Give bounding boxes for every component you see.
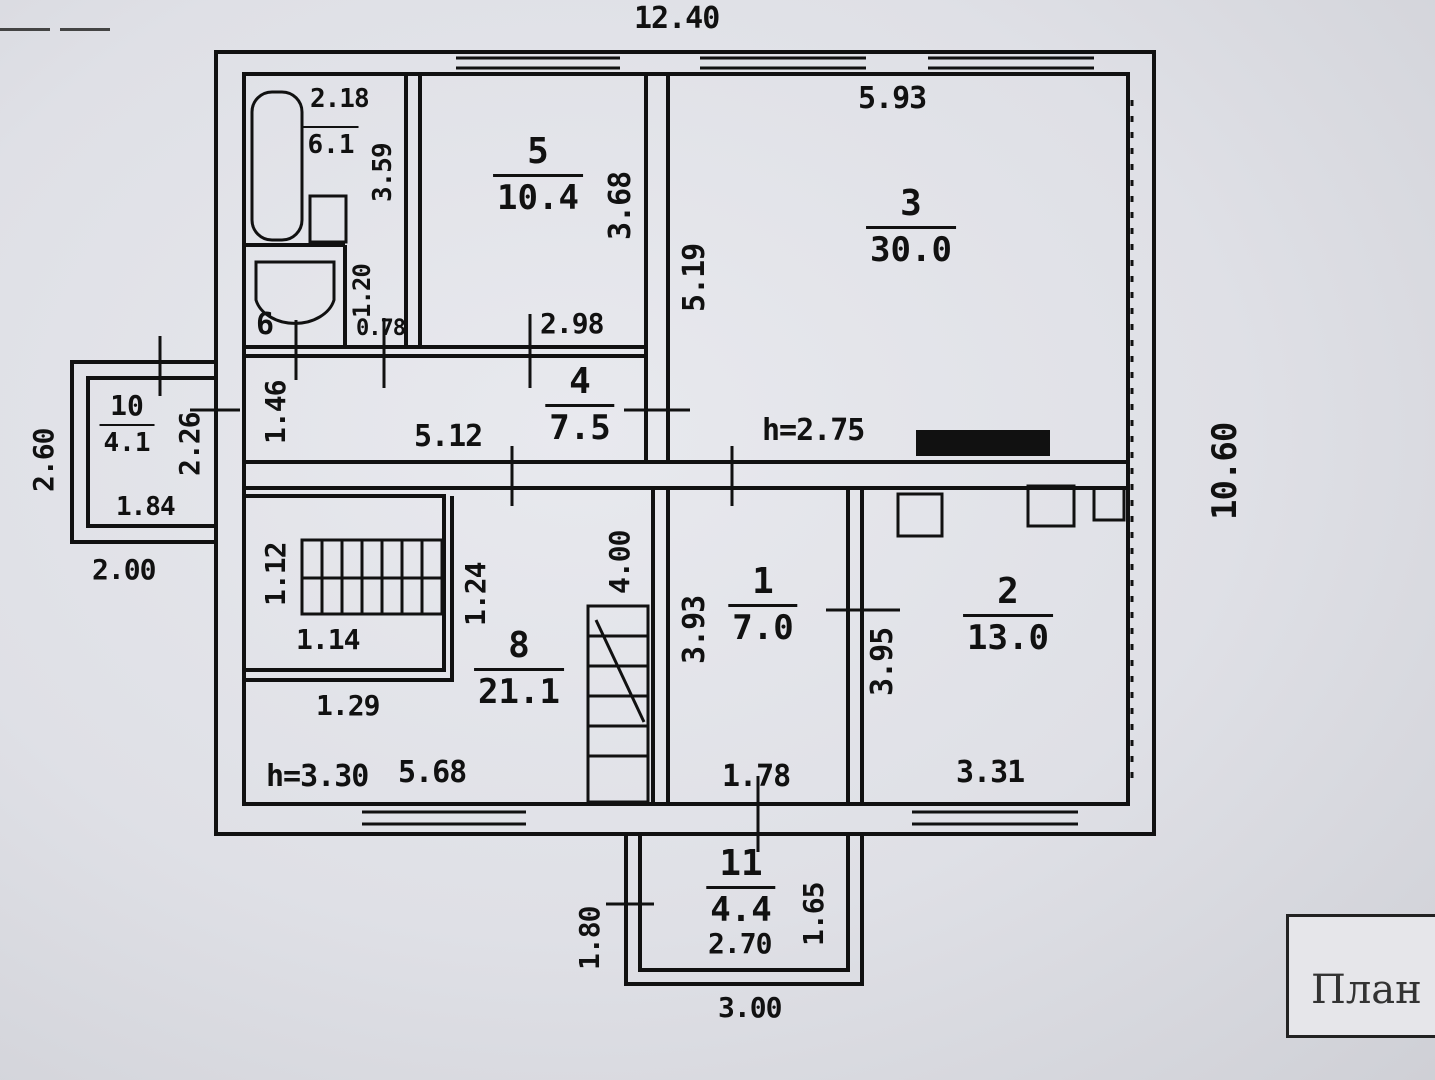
porch-wall-inner	[86, 376, 216, 528]
dim-wc-depth: 1.20	[348, 264, 376, 318]
dim-room5-width: 2.98	[540, 307, 604, 340]
kitchen-sink	[1026, 484, 1076, 528]
room-5-label: 5 10.4	[493, 134, 583, 215]
room-10-label: 10 4.1	[99, 389, 155, 456]
dim-wc-width: 0.78	[356, 316, 406, 341]
dim-corridor-width: 1.46	[259, 380, 292, 444]
room-6-number: 6	[256, 307, 274, 342]
dim-veranda-width-outer: 3.00	[718, 991, 782, 1024]
dim-closet-width: 1.29	[316, 689, 380, 722]
staircase-hall	[586, 604, 650, 804]
dim-stair-depth: 1.12	[259, 542, 292, 606]
room-area: 6.1	[303, 126, 359, 158]
dim-bath-depth: 3.59	[368, 143, 398, 202]
stair-closet-walls-2	[244, 496, 454, 682]
dim-room2-depth: 3.95	[865, 627, 900, 696]
dim-room8-width: 5.68	[398, 755, 467, 790]
dim-bath-width: 2.18	[310, 84, 370, 114]
dim-room5-depth: 3.68	[603, 171, 638, 240]
stair-closet-walls	[244, 494, 446, 672]
dim-room2-width: 3.31	[956, 755, 1025, 790]
dim-stair-width: 1.14	[296, 623, 360, 656]
door-ticks	[158, 314, 900, 906]
dim-overall-width: 12.40	[634, 1, 720, 36]
room-4-label: 4 7.5	[545, 361, 615, 445]
dim-porch-depth-outer: 2.60	[27, 428, 60, 492]
room-area: 21.1	[474, 668, 564, 709]
room-area: 30.0	[866, 226, 956, 267]
room-area: 4.4	[706, 886, 776, 927]
inner-wall-outline	[242, 72, 1130, 806]
room-area: 7.0	[728, 604, 798, 645]
room-number: 11	[719, 843, 763, 884]
fixtures	[250, 90, 1126, 804]
room-area: 7.5	[545, 404, 615, 445]
dim-corridor-length: 5.12	[414, 419, 483, 454]
veranda-wall-inner	[638, 834, 850, 972]
ceiling-height-main: h=2.75	[762, 413, 865, 448]
room-6-area-label: 6.1	[303, 126, 359, 158]
stove-unit	[916, 430, 1050, 456]
bathtub	[250, 90, 304, 242]
dim-room1-width: 1.78	[722, 759, 791, 794]
dim-veranda-depth-inner: 1.65	[797, 882, 830, 946]
outer-wall-outline	[214, 50, 1156, 836]
room-2-label: 2 13.0	[963, 574, 1053, 655]
room-8-label: 8 21.1	[474, 628, 564, 709]
dim-porch-width-outer: 2.00	[92, 553, 156, 586]
room-11-label: 11 4.4	[706, 843, 776, 927]
room-number: 1	[752, 561, 774, 602]
dim-overall-depth: 10.60	[1205, 422, 1245, 520]
room-1-label: 1 7.0	[728, 561, 798, 645]
room-number: 2	[997, 571, 1019, 612]
edge-mark	[60, 28, 110, 31]
room-area: 13.0	[963, 614, 1053, 655]
dim-porch-depth-inner: 2.26	[173, 412, 206, 476]
dim-room8-depth: 4.00	[603, 530, 636, 594]
stove	[896, 492, 944, 538]
ceiling-height-hall: h=3.30	[266, 759, 369, 794]
washbasin	[254, 260, 336, 325]
room-area: 10.4	[493, 174, 583, 215]
dim-porch-width-inner: 1.84	[116, 492, 176, 522]
toilet	[308, 194, 348, 244]
room-area: 4.1	[99, 424, 155, 456]
dim-closet-depth: 1.24	[459, 562, 492, 626]
caption-box: План з	[1286, 914, 1435, 1038]
room-number: 3	[900, 183, 922, 224]
room-number: 8	[508, 625, 530, 666]
caption-text: План з	[1311, 967, 1435, 1013]
windows	[362, 56, 1134, 826]
room-number: 10	[110, 389, 144, 422]
edge-mark	[0, 28, 50, 31]
dim-veranda-depth-outer: 1.80	[573, 906, 606, 970]
room-3-label: 3 30.0	[866, 186, 956, 267]
veranda-wall	[624, 834, 864, 986]
room-number: 4	[569, 361, 591, 402]
wall-lines	[70, 50, 1156, 986]
dim-veranda-width-inner: 2.70	[708, 927, 772, 960]
dim-room1-depth: 3.93	[677, 595, 712, 664]
room-number: 5	[527, 131, 549, 172]
dim-room3-depth: 5.19	[677, 243, 712, 312]
porch-wall	[70, 360, 216, 544]
dim-room3-width: 5.93	[858, 81, 927, 116]
cabinet	[1092, 486, 1126, 522]
